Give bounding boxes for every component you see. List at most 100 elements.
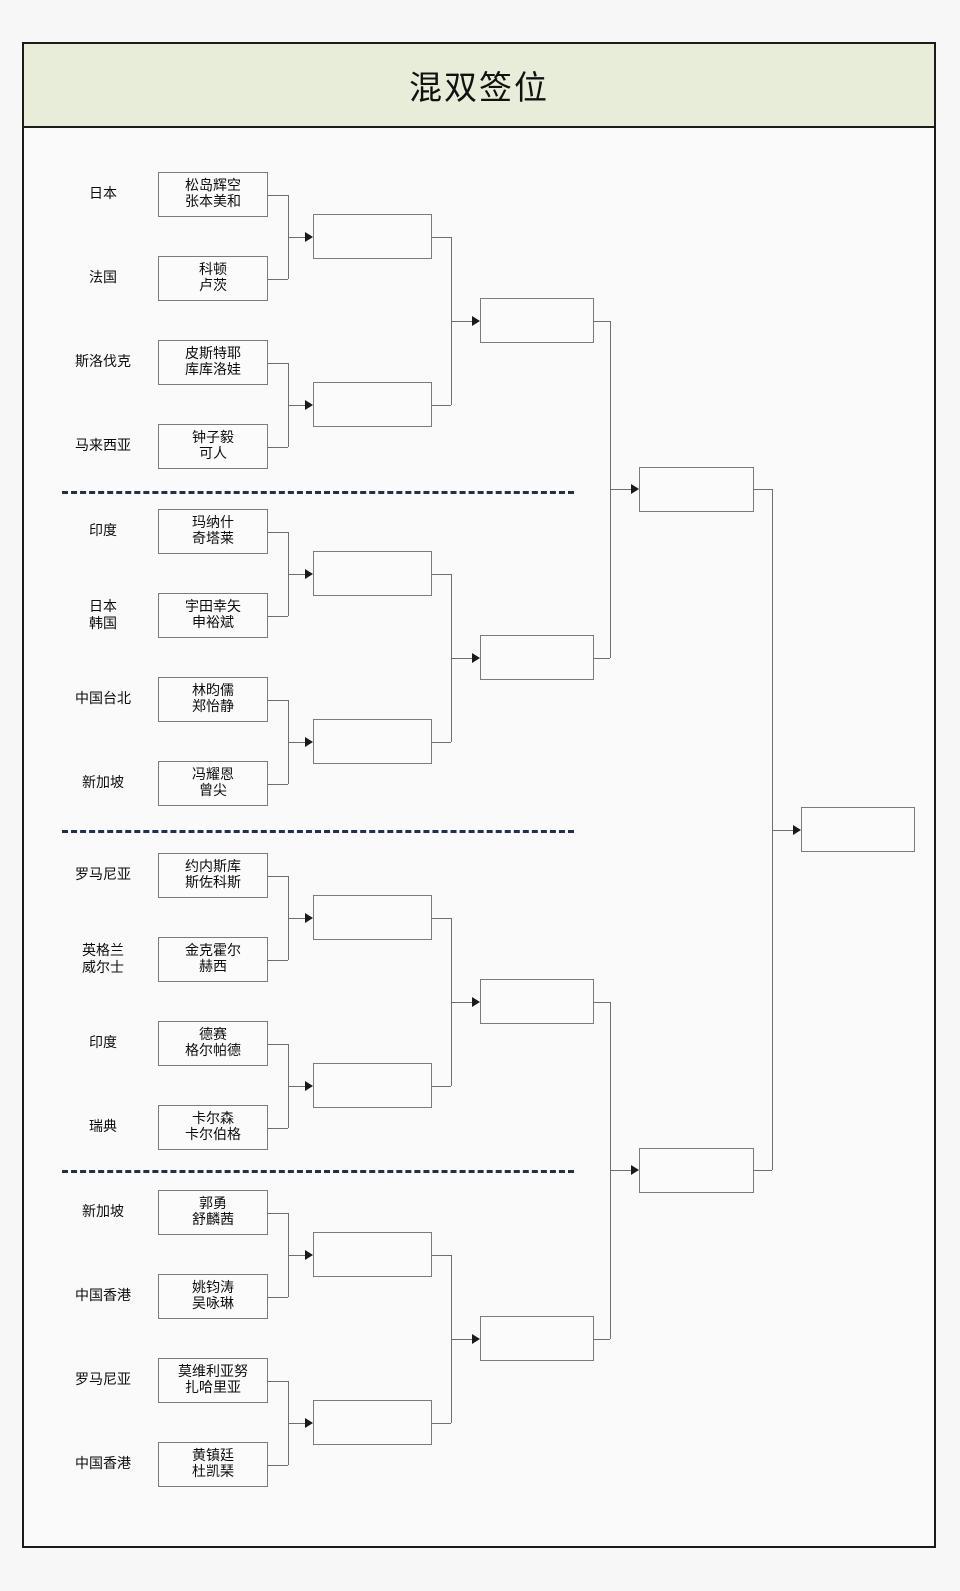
country-label-3: 马来西亚 bbox=[48, 438, 158, 455]
round1-box-3[interactable]: 钟子毅可人 bbox=[158, 424, 268, 469]
round1-box-5[interactable]: 宇田幸矢申裕斌 bbox=[158, 593, 268, 638]
round1-box-13[interactable]: 姚钧涛吴咏琳 bbox=[158, 1274, 268, 1319]
r1-to-r2-3-stub-bottom bbox=[268, 783, 288, 785]
r1-to-r2-4-arrowhead bbox=[305, 912, 313, 923]
country-label-4: 印度 bbox=[48, 523, 158, 540]
round2-box-5[interactable] bbox=[313, 1063, 432, 1108]
r1-to-r2-3-feed bbox=[288, 741, 305, 743]
country-label-text: 罗马尼亚 bbox=[75, 867, 131, 884]
r1-to-r2-7-feed bbox=[288, 1422, 305, 1424]
country-label-14: 罗马尼亚 bbox=[48, 1372, 158, 1389]
country-label-text: 日本 bbox=[89, 186, 117, 203]
r2-to-r3-3-feed bbox=[451, 1338, 472, 1340]
round2-box-1[interactable] bbox=[313, 382, 432, 427]
round2-box-0[interactable] bbox=[313, 214, 432, 259]
round1-box-4[interactable]: 玛纳什奇塔莱 bbox=[158, 509, 268, 554]
round1-box-3-line: 钟子毅 bbox=[192, 430, 234, 447]
group-separator-3 bbox=[62, 1170, 574, 1173]
round2-box-3[interactable] bbox=[313, 719, 432, 764]
r1-to-r2-0-feed bbox=[288, 236, 305, 238]
round1-box-10-line: 德赛 bbox=[199, 1027, 227, 1044]
r1-to-r2-0-arrowhead bbox=[305, 231, 313, 242]
round1-box-14-line: 莫维利亚努 bbox=[178, 1364, 248, 1381]
r2-to-r3-3-arrowhead bbox=[472, 1333, 480, 1344]
r2-to-r3-2-stub-top bbox=[432, 917, 451, 919]
round1-box-7[interactable]: 冯耀恩曾尖 bbox=[158, 761, 268, 806]
r2-to-r3-0-arrowhead bbox=[472, 315, 480, 326]
round1-box-11[interactable]: 卡尔森卡尔伯格 bbox=[158, 1105, 268, 1150]
country-label-text: 英格兰 bbox=[82, 943, 124, 959]
r1-to-r2-4-stub-top bbox=[268, 875, 288, 877]
r1-to-r2-5-arrowhead bbox=[305, 1080, 313, 1091]
round3-box-1[interactable] bbox=[480, 635, 594, 680]
r3-to-sf-1-stub-top bbox=[594, 1001, 610, 1003]
round2-box-2[interactable] bbox=[313, 551, 432, 596]
round1-box-11-line: 卡尔森 bbox=[192, 1111, 234, 1128]
round3-box-0[interactable] bbox=[480, 298, 594, 343]
country-label-6: 中国台北 bbox=[48, 691, 158, 708]
round1-box-8[interactable]: 约内斯库斯佐科斯 bbox=[158, 853, 268, 898]
country-label-0: 日本 bbox=[48, 186, 158, 203]
round1-box-15[interactable]: 黄镇廷杜凯琹 bbox=[158, 1442, 268, 1487]
r1-to-r2-7-stub-top bbox=[268, 1380, 288, 1382]
country-label-text: 法国 bbox=[89, 270, 117, 287]
r1-to-r2-3-stub-top bbox=[268, 699, 288, 701]
country-label-1: 法国 bbox=[48, 270, 158, 287]
round1-box-6[interactable]: 林昀儒郑怡静 bbox=[158, 677, 268, 722]
bracket-page: 混双签位 松岛辉空张本美和日本科顿卢茨法国皮斯特耶库库洛娃斯洛伐克钟子毅可人马来… bbox=[22, 42, 936, 1548]
round3-box-3[interactable] bbox=[480, 1316, 594, 1361]
country-label-12: 新加坡 bbox=[48, 1204, 158, 1221]
country-label-9: 英格兰威尔士 bbox=[48, 943, 158, 976]
round1-box-14[interactable]: 莫维利亚努扎哈里亚 bbox=[158, 1358, 268, 1403]
r1-to-r2-1-stub-bottom bbox=[268, 446, 288, 448]
round2-box-6[interactable] bbox=[313, 1232, 432, 1277]
country-label-10: 印度 bbox=[48, 1035, 158, 1052]
r2-to-r3-1-stub-top bbox=[432, 573, 451, 575]
semifinal-box-0[interactable] bbox=[639, 466, 754, 512]
country-label-text: 日本 bbox=[89, 599, 117, 615]
round1-box-7-line: 曾尖 bbox=[199, 782, 227, 799]
round1-box-9-line: 赫西 bbox=[199, 958, 227, 975]
round2-box-7[interactable] bbox=[313, 1400, 432, 1445]
final-box[interactable] bbox=[801, 807, 915, 852]
r1-to-r2-6-feed bbox=[288, 1254, 305, 1256]
r1-to-r2-6-stub-top bbox=[268, 1212, 288, 1214]
r1-to-r2-0-stub-top bbox=[268, 194, 288, 196]
r2-to-r3-2-arrowhead bbox=[472, 996, 480, 1007]
round1-box-7-line: 冯耀恩 bbox=[192, 767, 234, 784]
r1-to-r2-7-stub-bottom bbox=[268, 1464, 288, 1466]
r2-to-r3-1-feed bbox=[451, 657, 472, 659]
round1-box-0[interactable]: 松岛辉空张本美和 bbox=[158, 172, 268, 217]
round1-box-12[interactable]: 郭勇舒麟茜 bbox=[158, 1190, 268, 1235]
sf-to-final-stub-top bbox=[754, 489, 772, 490]
round1-box-9[interactable]: 金克霍尔赫西 bbox=[158, 937, 268, 982]
round1-box-1[interactable]: 科顿卢茨 bbox=[158, 256, 268, 301]
semifinal-box-1[interactable] bbox=[639, 1147, 754, 1193]
round1-box-8-line: 约内斯库 bbox=[185, 859, 241, 876]
r1-to-r2-1-stub-top bbox=[268, 362, 288, 364]
r1-to-r2-5-stub-top bbox=[268, 1043, 288, 1045]
round1-box-13-line: 姚钧涛 bbox=[192, 1280, 234, 1297]
round1-box-10[interactable]: 德赛格尔帕德 bbox=[158, 1021, 268, 1066]
country-label-7: 新加坡 bbox=[48, 775, 158, 792]
r1-to-r2-0-stub-bottom bbox=[268, 278, 288, 280]
round1-box-2[interactable]: 皮斯特耶库库洛娃 bbox=[158, 340, 268, 385]
country-label-15: 中国香港 bbox=[48, 1456, 158, 1473]
round1-box-1-line: 卢茨 bbox=[199, 277, 227, 294]
r2-to-r3-2-stub-bottom bbox=[432, 1085, 451, 1087]
country-label-8: 罗马尼亚 bbox=[48, 867, 158, 884]
r1-to-r2-3-arrowhead bbox=[305, 736, 313, 747]
round1-box-5-line: 申裕斌 bbox=[192, 614, 234, 631]
round2-box-4[interactable] bbox=[313, 895, 432, 940]
round1-box-9-line: 金克霍尔 bbox=[185, 943, 241, 960]
round3-box-2[interactable] bbox=[480, 979, 594, 1024]
round1-box-6-line: 郑怡静 bbox=[192, 698, 234, 715]
r1-to-r2-2-arrowhead bbox=[305, 568, 313, 579]
country-label-text: 印度 bbox=[89, 523, 117, 540]
bracket-canvas: 松岛辉空张本美和日本科顿卢茨法国皮斯特耶库库洛娃斯洛伐克钟子毅可人马来西亚玛纳什… bbox=[24, 128, 934, 1546]
r1-to-r2-7-arrowhead bbox=[305, 1417, 313, 1428]
round1-box-2-line: 库库洛娃 bbox=[185, 361, 241, 378]
country-label-text: 威尔士 bbox=[82, 959, 124, 976]
r1-to-r2-6-arrowhead bbox=[305, 1249, 313, 1260]
country-label-5: 日本韩国 bbox=[48, 599, 158, 632]
